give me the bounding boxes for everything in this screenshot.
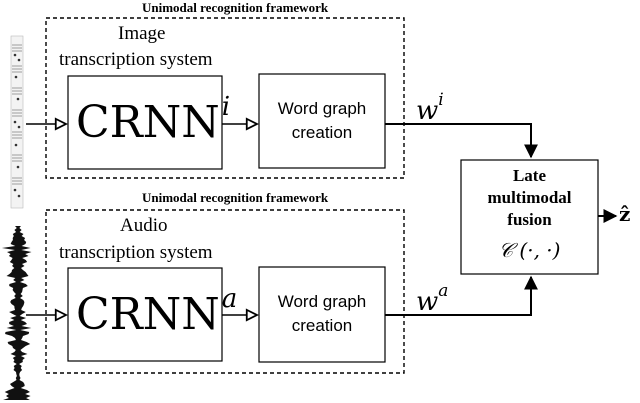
audio-word-graph-var: wa bbox=[416, 281, 449, 317]
audio-system-label-line1: Audio bbox=[120, 215, 168, 236]
audio-framework-title: Unimodal recognition framework bbox=[142, 190, 329, 205]
crnn-image-box bbox=[67, 75, 223, 170]
crnn-image-label: CRNNi bbox=[76, 92, 231, 148]
image-system-label-line2: transcription system bbox=[59, 49, 213, 70]
waveform-icon bbox=[1, 226, 32, 400]
wordgraph-audio-box bbox=[258, 266, 386, 363]
image-framework-title: Unimodal recognition framework bbox=[142, 0, 329, 15]
audio-system-label-line2: transcription system bbox=[59, 242, 213, 263]
sheet-music-icon bbox=[10, 35, 24, 209]
image-system-label-line1: Image bbox=[118, 23, 166, 44]
fusion-box bbox=[460, 159, 599, 275]
fusion-label: Late multimodal fusion bbox=[487, 166, 572, 229]
audio-framework-box bbox=[45, 209, 405, 374]
audio-to-fusion-arrow bbox=[385, 275, 538, 316]
crnn-audio-label: CRNNa bbox=[76, 284, 238, 340]
wordgraph-audio-label: Word graph creation bbox=[277, 292, 367, 335]
wordgraph-image-box bbox=[258, 73, 386, 169]
wordgraph-image-label: Word graph creation bbox=[277, 99, 367, 142]
image-to-fusion-arrow bbox=[385, 123, 538, 159]
fusion-formula: 𝒞 (·, ·) bbox=[498, 238, 561, 262]
crnn-audio-box bbox=[67, 267, 223, 362]
image-word-graph-var: wi bbox=[416, 90, 444, 126]
image-framework-box bbox=[45, 17, 405, 179]
fusion-output-label: ẑ bbox=[619, 202, 631, 226]
